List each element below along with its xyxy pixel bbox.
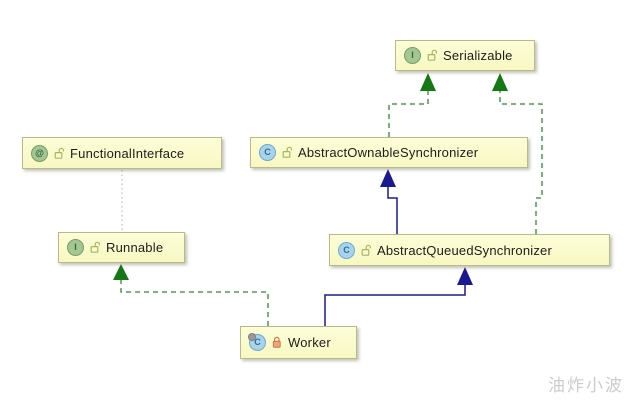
- class-name-label: Serializable: [443, 48, 513, 63]
- edge-worker-implements-runnable: [113, 264, 269, 326]
- open-lock-icon: [90, 241, 100, 253]
- edge-aqs-extends-aos: [380, 169, 398, 234]
- open-lock-icon: [361, 244, 371, 256]
- class-node-runnable[interactable]: I Runnable: [58, 232, 185, 263]
- class-icon: C: [248, 333, 266, 351]
- class-icon: C: [338, 241, 355, 259]
- implements-arrowhead-icon: [113, 264, 129, 280]
- class-node-serializable[interactable]: I Serializable: [395, 40, 535, 71]
- class-icon: C: [259, 144, 276, 161]
- class-node-abstractownablesynchronizer[interactable]: C AbstractOwnableSynchronizer: [250, 137, 528, 168]
- open-lock-icon: [54, 147, 64, 159]
- implements-arrowhead-icon: [420, 73, 436, 91]
- implements-arrowhead-icon: [492, 73, 508, 91]
- closed-lock-icon: [272, 336, 281, 348]
- class-node-functionalinterface[interactable]: @ FunctionalInterface: [22, 137, 222, 169]
- edge-aos-implements-serializable: [388, 73, 436, 137]
- class-name-label: AbstractOwnableSynchronizer: [298, 145, 479, 160]
- class-node-abstractqueuedsynchronizer[interactable]: C AbstractQueuedSynchronizer: [329, 234, 610, 266]
- interface-icon: I: [67, 239, 84, 256]
- class-name-label: Runnable: [106, 240, 164, 255]
- edge-worker-extends-aqs: [324, 267, 473, 326]
- inner-class-dot-icon: [248, 333, 256, 341]
- class-name-label: FunctionalInterface: [70, 145, 185, 161]
- class-name-label: Worker: [288, 335, 331, 350]
- extends-arrowhead-icon: [457, 267, 473, 285]
- class-node-worker[interactable]: C Worker: [240, 326, 357, 359]
- watermark-text: 油炸小波: [548, 376, 624, 395]
- annotation-icon: @: [31, 144, 48, 162]
- open-lock-icon: [282, 146, 292, 158]
- open-lock-icon: [427, 49, 437, 61]
- class-name-label: AbstractQueuedSynchronizer: [377, 242, 553, 258]
- interface-icon: I: [404, 47, 421, 64]
- extends-arrowhead-icon: [380, 169, 396, 187]
